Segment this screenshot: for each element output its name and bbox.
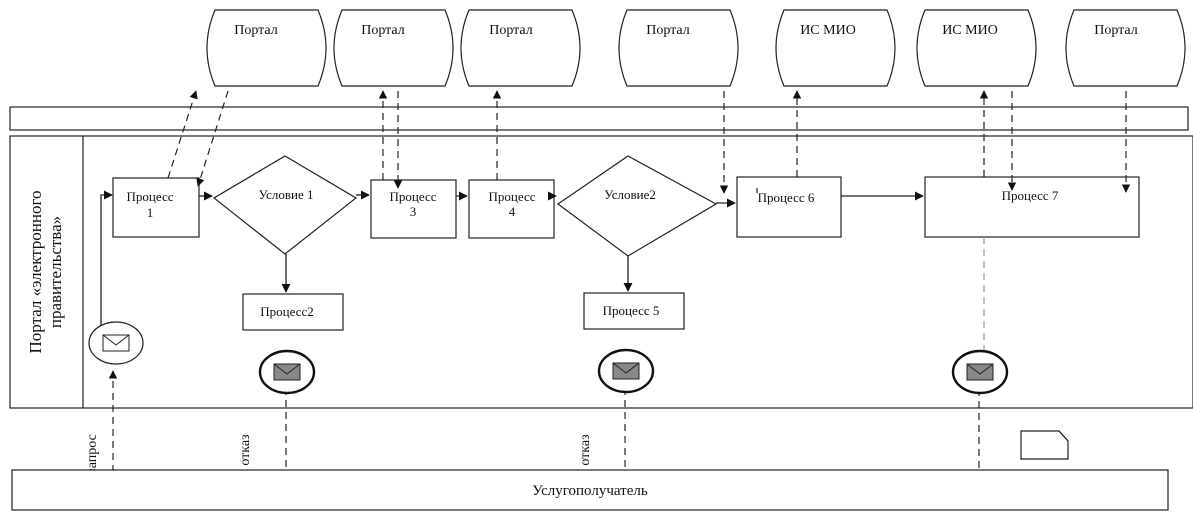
- system-store-3: Портал: [460, 9, 581, 87]
- system-label: Портал: [646, 23, 690, 38]
- svg-text:Процесс: Процесс: [127, 189, 174, 204]
- swimlane-title: Портал «электронного правительства»: [26, 190, 65, 353]
- swimlane-title-line1: Портал «электронного: [26, 190, 45, 353]
- refusal-label-1: отказ: [235, 426, 255, 474]
- svg-text:3: 3: [410, 204, 417, 219]
- system-store-4: Портал: [618, 9, 739, 87]
- recipient-label: Услугополучатель: [532, 483, 648, 499]
- svg-text:Процесс: Процесс: [489, 189, 536, 204]
- svg-text:Процесс 5: Процесс 5: [603, 303, 660, 318]
- flow-portal-1-to-process-1: [196, 90, 229, 187]
- envelope-icon: [102, 334, 130, 352]
- flow-start-to-process-1: [100, 190, 113, 330]
- svg-text:запрос: запрос: [85, 434, 100, 474]
- process-7: Процесс 7: [924, 176, 1140, 238]
- envelope-icon: [612, 362, 640, 380]
- svg-text:Условие2: Условие2: [604, 187, 656, 202]
- svg-text:отказ: отказ: [578, 434, 593, 466]
- recipient-lane: Услугополучатель: [11, 469, 1169, 511]
- end-message-event-3: [951, 349, 1009, 395]
- envelope-icon: [273, 363, 301, 381]
- process-6: Процесс 6: [736, 176, 842, 238]
- svg-text:4: 4: [509, 204, 516, 219]
- end-message-event-1: [258, 349, 316, 395]
- system-label: Портал: [361, 23, 405, 38]
- svg-text:Процесс2: Процесс2: [260, 304, 313, 319]
- system-label: ИС МИО: [800, 23, 856, 38]
- svg-text:отказ: отказ: [238, 434, 253, 466]
- system-label: Портал: [489, 23, 533, 38]
- svg-text:Условие 1: Условие 1: [258, 187, 313, 202]
- system-store-6: ИС МИО: [916, 9, 1037, 87]
- condition-1: Условие 1: [212, 155, 358, 255]
- svg-text:Процесс 6: Процесс 6: [758, 190, 815, 205]
- system-store-1: Портал: [206, 9, 327, 87]
- svg-text:1: 1: [147, 205, 154, 220]
- flow-process-1-to-portal-1: [167, 90, 198, 179]
- system-label: Портал: [1094, 23, 1138, 38]
- message-flows: [108, 90, 1131, 484]
- system-store-5: ИС МИО: [775, 9, 896, 87]
- end-message-event-2: [597, 348, 655, 394]
- process-4: Процесс 4: [468, 179, 555, 239]
- sequence-flows: [100, 190, 924, 330]
- top-lane: [9, 106, 1189, 131]
- process-3: Процесс 3: [370, 179, 457, 239]
- refusal-label-2: отказ: [575, 426, 595, 474]
- start-message-event: [88, 321, 144, 365]
- connectors: [756, 188, 985, 360]
- process-1: Процесс 1: [112, 177, 200, 238]
- system-label: ИС МИО: [942, 23, 998, 38]
- envelope-icon: [966, 363, 994, 381]
- system-store-2: Портал: [333, 9, 454, 87]
- document-icon: [1020, 430, 1069, 460]
- process-5: Процесс 5: [583, 292, 685, 330]
- system-label: Портал: [234, 23, 278, 38]
- swimlane-title-line2: правительства»: [46, 216, 65, 328]
- svg-text:Процесс: Процесс: [390, 189, 437, 204]
- system-store-7: Портал: [1065, 9, 1186, 87]
- process-2: Процесс2: [242, 293, 344, 331]
- svg-text:Процесс 7: Процесс 7: [1002, 188, 1059, 203]
- request-label: запрос: [82, 428, 102, 480]
